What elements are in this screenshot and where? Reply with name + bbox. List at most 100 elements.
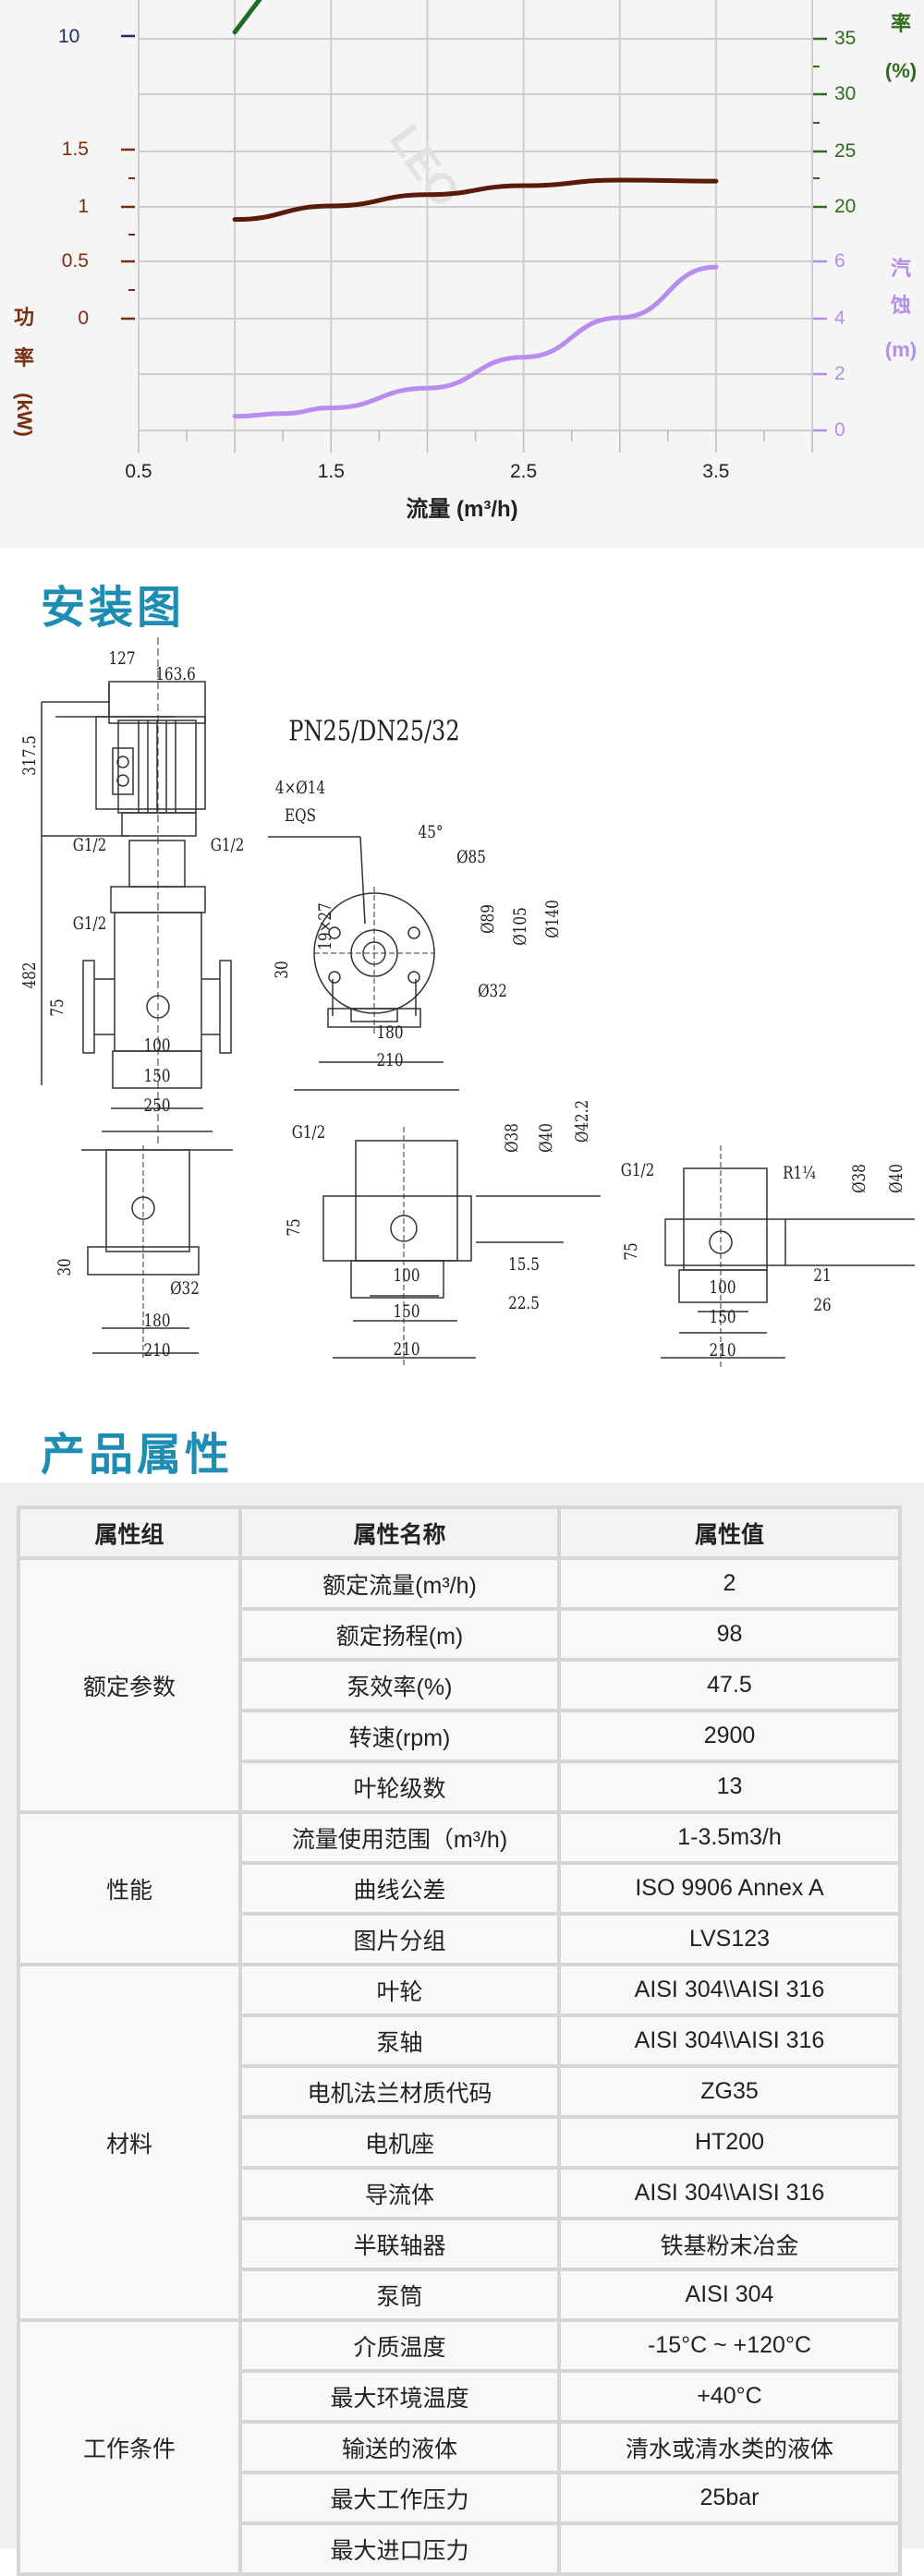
dim-150: 150 [709, 1307, 736, 1327]
property-value: LVS123 [561, 1916, 898, 1963]
dim-150: 150 [393, 1301, 420, 1322]
power-axis-unit: (kW) [13, 393, 36, 437]
property-name: 电机座 [242, 2119, 557, 2166]
flange-spec-title: PN25/DN25/32 [288, 715, 460, 748]
x-axis-title: 流量 (m³/h) [406, 497, 518, 522]
npsh-tick-label: 6 [834, 250, 845, 272]
table-header-row: 属性组 属性名称 属性值 [20, 1509, 898, 1556]
npsh-tick-label: 4 [834, 308, 845, 329]
dim-26: 26 [813, 1295, 832, 1315]
property-name: 转速(rpm) [242, 1712, 557, 1760]
property-name: 导流体 [242, 2170, 557, 2217]
property-name: 叶轮 [242, 1966, 557, 2014]
property-value: 98 [561, 1611, 898, 1658]
npsh-tick-label: 0 [834, 419, 845, 441]
dim-180: 180 [376, 1022, 404, 1043]
dim-g1-2: G1/2 [291, 1122, 326, 1143]
property-name: 泵轴 [242, 2017, 557, 2064]
installation-drawing: 127 163.6 317.5 482 75 G1/2 G1/2 G1/2 10… [0, 628, 924, 1385]
efficiency-tick-label: 35 [834, 28, 857, 49]
property-value: 25bar [561, 2474, 898, 2522]
dim-30: 30 [55, 1258, 75, 1276]
dim-g1-2: G1/2 [620, 1160, 655, 1180]
property-name: 泵效率(%) [242, 1662, 557, 1709]
property-value: ISO 9906 Annex A [561, 1865, 898, 1912]
table-row: 工作条件介质温度-15°C ~ +120°C [20, 2322, 898, 2572]
dim-holes: 4×Ø14 [274, 778, 326, 798]
dim-210: 210 [143, 1340, 171, 1361]
property-value: 13 [561, 1763, 898, 1810]
power-axis-title: 率 [13, 346, 34, 369]
dim-100: 100 [143, 1035, 171, 1056]
dim-19x27: 19×27 [315, 902, 335, 950]
dim-250: 250 [143, 1095, 171, 1116]
property-name: 最大工作压力 [242, 2474, 557, 2522]
dim-75: 75 [621, 1242, 641, 1261]
property-group: 材料 [20, 1966, 238, 2318]
power-tick-label: 0.5 [61, 250, 89, 272]
table-row: 半联轴器铁基粉末冶金 [20, 2220, 898, 2268]
property-group: 性能 [20, 1814, 238, 1963]
table-row: 额定参数额定流量(m³/h)2 [20, 1560, 898, 1810]
dim-210: 210 [709, 1340, 736, 1361]
dim-o32: Ø32 [170, 1278, 200, 1299]
power-tick-label: 0 [78, 308, 89, 329]
property-value: HT200 [561, 2119, 898, 2166]
dim-g1-2: G1/2 [72, 835, 107, 855]
power-tick-label: 1.5 [61, 139, 89, 160]
properties-heading: 产品属性 [41, 1429, 234, 1481]
power-axis-title: 功 [13, 306, 34, 329]
property-name: 最大进口压力 [242, 2525, 557, 2572]
table-row: 泵效率(%)47.5 [20, 1662, 898, 1709]
dim-100: 100 [393, 1265, 420, 1286]
table-row: 最大环境温度+40°C [20, 2373, 898, 2420]
table-row: 性能流量使用范围（m³/h)1-3.5m3/h [20, 1814, 898, 1963]
dim-150: 150 [143, 1066, 171, 1086]
watermark-logo: LEO [381, 116, 470, 215]
property-name: 半联轴器 [242, 2220, 557, 2268]
dim-g1-2: G1/2 [210, 835, 245, 855]
dim-317-5: 317.5 [19, 735, 40, 776]
property-value: +40°C [561, 2373, 898, 2420]
property-value: AISI 304\\AISI 316 [561, 1966, 898, 2014]
dim-o89: Ø89 [478, 904, 498, 934]
dim-163-6: 163.6 [155, 664, 196, 684]
dim-30: 30 [272, 961, 292, 979]
property-name: 叶轮级数 [242, 1763, 557, 1810]
dim-o40: Ø40 [886, 1164, 906, 1193]
property-value: 铁基粉末冶金 [561, 2220, 898, 2268]
x-tick-label: 0.5 [125, 461, 152, 482]
property-value: 1-3.5m3/h [561, 1814, 898, 1861]
property-value: 47.5 [561, 1662, 898, 1709]
table-row: 额定扬程(m)98 [20, 1611, 898, 1658]
dim-22-5: 22.5 [508, 1293, 540, 1313]
dim-o85: Ø85 [456, 847, 486, 867]
property-name: 额定扬程(m) [242, 1611, 557, 1658]
dim-127: 127 [108, 648, 136, 669]
dim-o42-2: Ø42.2 [572, 1099, 592, 1143]
x-tick-label: 1.5 [317, 461, 345, 482]
x-tick-label: 2.5 [509, 461, 538, 482]
dim-angle: 45° [418, 822, 444, 842]
property-name: 电机法兰材质代码 [242, 2068, 557, 2115]
npsh-axis-title: 汽 [890, 257, 911, 280]
property-group: 额定参数 [20, 1560, 238, 1810]
chart-canvas: LEO [121, 0, 827, 453]
dim-210: 210 [393, 1339, 420, 1360]
dim-15-5: 15.5 [508, 1254, 540, 1275]
dim-75: 75 [47, 998, 67, 1017]
table-row: 转速(rpm)2900 [20, 1712, 898, 1760]
dim-r1-4: R1¼ [783, 1163, 816, 1183]
property-value: AISI 304 [561, 2271, 898, 2318]
dim-21: 21 [813, 1265, 832, 1286]
col-header-name: 属性名称 [242, 1509, 557, 1556]
drawing-lines [41, 637, 915, 1367]
dim-180: 180 [143, 1311, 171, 1331]
